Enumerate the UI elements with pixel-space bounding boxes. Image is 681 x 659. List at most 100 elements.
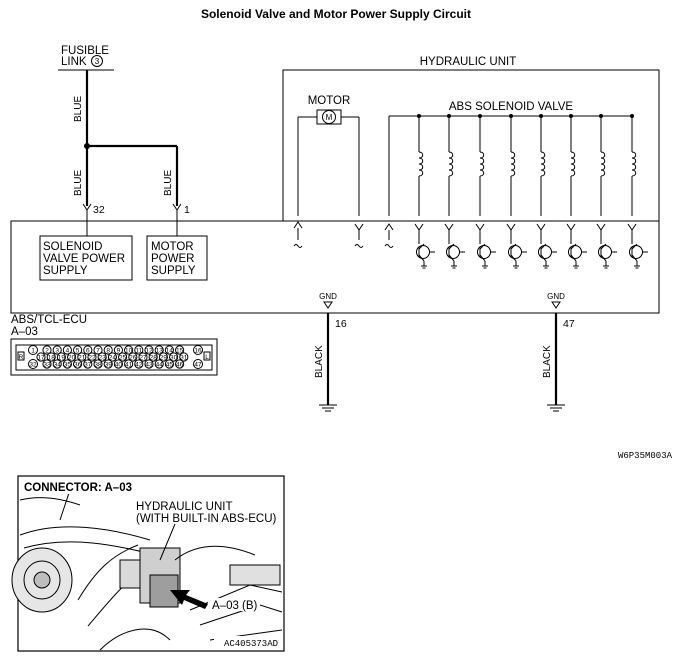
fusible-link-number: 3: [95, 57, 100, 66]
connector-pin: 33: [43, 361, 51, 368]
solenoid-channel: [414, 114, 435, 269]
connector-pin: 16: [194, 348, 202, 355]
solenoid-channel: [627, 114, 648, 269]
pin-number: 1: [184, 204, 190, 216]
connector-pin: 7: [96, 347, 100, 354]
connector-pin: 28: [150, 354, 158, 361]
solenoid-supply-label: VALVE POWER: [43, 253, 125, 265]
connector-pin: 29: [160, 354, 168, 361]
connector-pin-socket: [103, 359, 113, 369]
connector-face: [10, 338, 218, 376]
connector-pin-socket: [56, 352, 67, 362]
connector-pin: 43: [145, 361, 153, 368]
wire-color-label: BLACK: [542, 345, 553, 378]
hydraulic-unit-callout: (WITH BUILT-IN ABS-ECU): [136, 513, 277, 525]
solenoid-supply-box: [39, 235, 133, 281]
hydraulic-unit-callout: HYDRAULIC UNIT: [136, 501, 232, 513]
connector-pin: 2: [45, 347, 49, 354]
transistor-icon: [568, 243, 587, 269]
connector-pin: 18: [48, 354, 56, 361]
connector-pin: 44: [156, 361, 164, 368]
connector-pin: 17: [37, 354, 45, 361]
connector-pin: 21: [78, 354, 86, 361]
connector-pin-socket: [77, 352, 87, 362]
wire-color-label: BLUE: [73, 170, 84, 196]
connector-pin-socket: [179, 352, 189, 362]
motor-label: MOTOR: [308, 95, 351, 107]
solenoid-coil-icon: [479, 151, 485, 177]
solenoid-coil-icon: [631, 151, 637, 177]
connector-pin: 47: [194, 362, 202, 369]
connector-pin-socket: [103, 345, 113, 355]
pin-number: 32: [93, 204, 105, 216]
connector-pin-socket: [73, 345, 83, 355]
connector-pin-socket: [169, 352, 179, 362]
gnd-label: GND: [319, 292, 337, 301]
fusible-link: FUSIBLE LINK 3: [58, 45, 114, 71]
connector-pin: 25: [119, 354, 127, 361]
connector-pin-socket: [97, 352, 107, 362]
connector-pin: 9: [117, 347, 121, 354]
connector-pin: 5: [76, 347, 80, 354]
solenoid-channel: [566, 114, 587, 269]
connector-pin-socket: [175, 359, 185, 369]
connector-pin-socket: [83, 359, 93, 369]
connector-side-label: R: [19, 354, 24, 361]
connector-pin-socket: [175, 345, 185, 355]
hydraulic-unit: HYDRAULIC UNIT: [282, 56, 660, 221]
connector-pin: 22: [88, 354, 96, 361]
ecu-connector-id: A–03: [11, 326, 38, 338]
connector-pin: 19: [58, 354, 66, 361]
transistor-icon: [598, 243, 617, 269]
connector-pin: 4: [66, 347, 70, 354]
solenoid-coil-icon: [448, 151, 454, 177]
connector-pin-socket: [134, 345, 144, 355]
connector-pin: 40: [115, 361, 123, 368]
connector-pin-socket: [128, 352, 138, 362]
callout-arrow: [170, 590, 208, 609]
connector-pin: 45: [166, 361, 174, 368]
ecu-name: ABS/TCL-ECU: [11, 314, 87, 326]
transistor-icon: [416, 243, 435, 269]
connector-pin: 20: [68, 354, 76, 361]
connector-pin-socket: [113, 345, 124, 355]
connector-pin: 12: [145, 347, 153, 354]
connector-photo-title: CONNECTOR: A–03: [24, 482, 132, 494]
connector-pin-socket: [118, 352, 128, 362]
diagram-code: W6P35M003A: [618, 451, 673, 461]
connector-pin-socket: [42, 345, 52, 355]
connector-side-label: L: [205, 354, 209, 361]
connector-pin-socket: [73, 359, 83, 369]
connector-pin-socket: [113, 359, 124, 369]
wire-junction: [84, 143, 90, 149]
connector-pin-socket: [154, 345, 164, 355]
connector-pin-socket: [144, 345, 154, 355]
wire-color-label: BLUE: [163, 170, 174, 196]
connector-pin-socket: [93, 345, 103, 355]
connector-location-photo: CONNECTOR: A–03 HYDRAULIC UNIT (WITH BUI…: [11, 475, 285, 652]
connector-pin: 3: [55, 347, 59, 354]
connector-pin-socket: [144, 359, 154, 369]
solenoid-channel: [596, 114, 617, 269]
connector-pin: 23: [99, 354, 107, 361]
connector-pin: 41: [125, 361, 133, 368]
solenoid-supply-label: SOLENOID: [43, 241, 102, 253]
connector-pin-socket: [148, 352, 158, 362]
connector-pin-socket: [154, 359, 164, 369]
connector-pin: 30: [170, 354, 178, 361]
connector-pin: 13: [156, 347, 164, 354]
gnd-label: GND: [547, 292, 565, 301]
transistor-icon: [446, 243, 465, 269]
abs-tcl-ecu: SOLENOID VALVE POWER SUPPLY MOTOR POWER …: [10, 220, 660, 314]
connector-pin: 36: [74, 361, 82, 368]
connector-pin: 37: [84, 361, 92, 368]
solenoid-coil-icon: [570, 151, 576, 177]
connector-pin-socket: [124, 359, 134, 369]
solenoid-coil-icon: [510, 151, 516, 177]
connector-pin: 14: [166, 347, 174, 354]
connector-pin-socket: [67, 352, 77, 362]
connector-pin: 34: [54, 361, 62, 368]
connector-pin: 46: [176, 361, 184, 368]
connector-pin-socket: [62, 345, 73, 355]
